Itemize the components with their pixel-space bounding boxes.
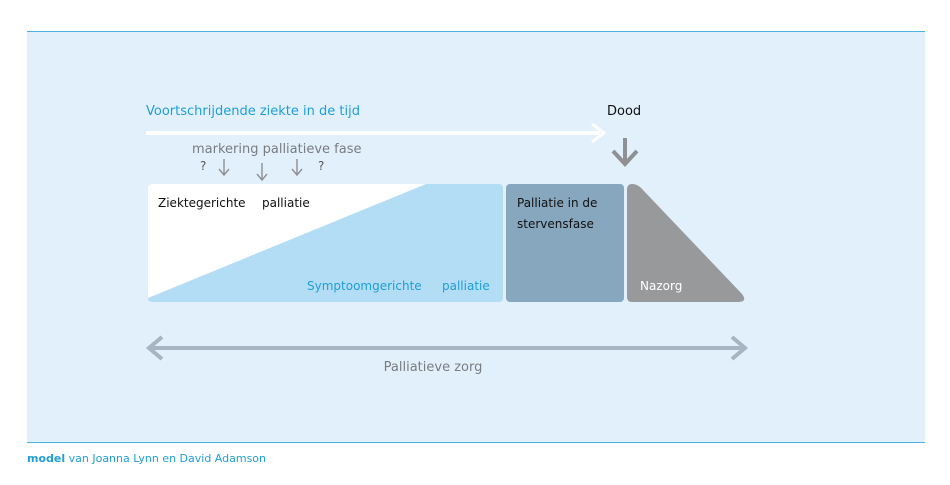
caption-bold: model [27,452,66,465]
disease-directed-word1: Ziektegerichte [158,196,246,210]
symptom-directed-word1: Symptoomgerichte [307,279,422,293]
death-label: Dood [607,104,641,119]
aftercare-label: Nazorg [640,279,682,293]
dying-phase-line2: stervensfase [517,217,594,231]
death-arrow-down-icon [611,138,639,167]
disease-directed-word2: palliatie [262,196,310,210]
caption-rest: van Joanna Lynn en David Adamson [68,452,267,465]
dying-phase [506,184,624,302]
symptom-directed-phase [148,184,503,302]
marking-arrow-down-icon [218,159,230,177]
caption: model van Joanna Lynn en David Adamson [27,452,266,465]
timeline-arrow-icon [146,122,607,144]
palliative-care-label: Palliatieve zorg [384,360,483,375]
marking-label: markering palliatieve fase [192,142,361,157]
marking-question-right: ? [318,159,324,173]
marking-arrow-down-icon [291,159,303,177]
marking-question-left: ? [200,159,206,173]
timeline-label: Voortschrijdende ziekte in de tijd [146,104,360,119]
dying-phase-line1: Palliatie in de [517,196,597,210]
aftercare-phase [627,184,745,302]
marking-arrow-down-icon [256,163,268,182]
symptom-directed-word2: palliatie [442,279,490,293]
double-arrow-icon [145,335,749,361]
